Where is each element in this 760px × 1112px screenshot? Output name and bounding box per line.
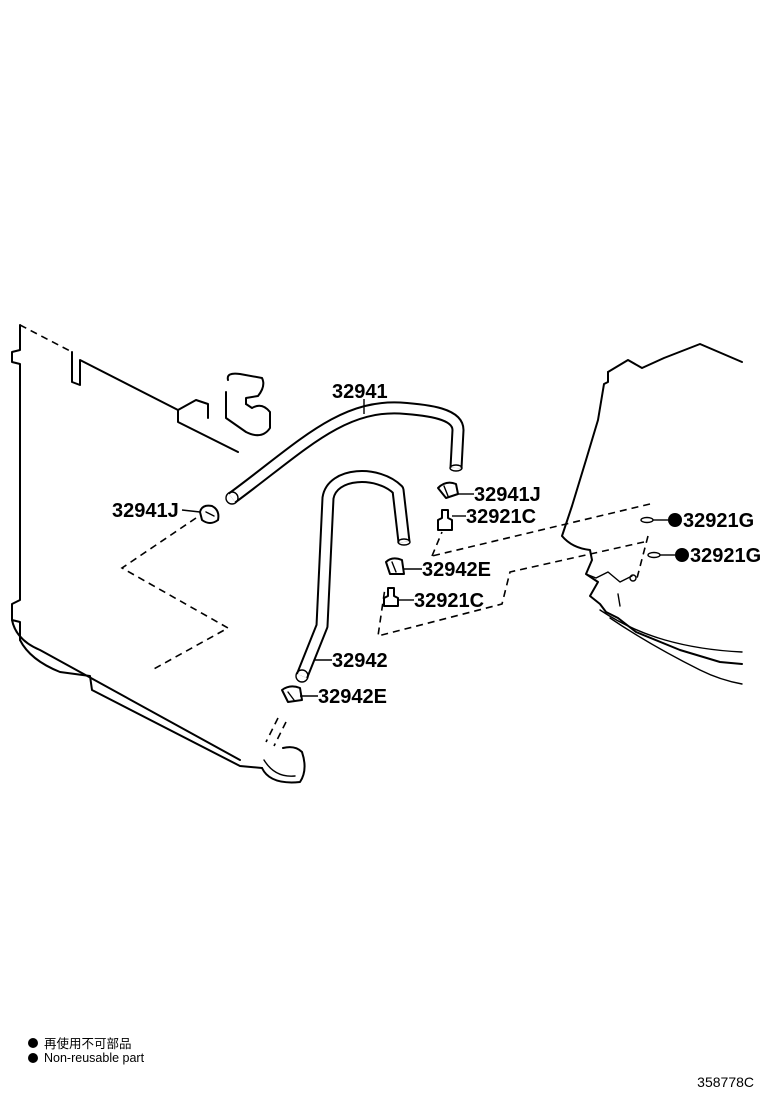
label-32941: 32941	[332, 381, 388, 403]
clip-32941J-left	[199, 504, 220, 524]
label-32921C-upper: 32921C	[466, 506, 536, 528]
legend-non-reusable-jp: 再使用不可部品	[28, 1033, 132, 1052]
radiator-drawing	[11, 324, 306, 784]
bullet-icon	[28, 1037, 38, 1048]
legend-text-en: Non-reusable part	[44, 1051, 145, 1065]
transmission-drawing	[561, 343, 743, 685]
hose-32941	[225, 401, 465, 505]
hose-32942	[295, 470, 411, 683]
label-32941J-right: 32941J	[474, 484, 541, 506]
non-reusable-mark-lower	[675, 548, 689, 562]
clip-32942E-upper	[385, 557, 405, 575]
union-32921C-lower	[383, 587, 399, 607]
non-reusable-mark-upper	[668, 513, 682, 527]
leader-lines	[181, 399, 675, 697]
label-32921G-upper: 32921G	[683, 510, 754, 532]
legend-non-reusable-en: Non-reusable part	[28, 1051, 144, 1065]
label-32941J-left: 32941J	[112, 500, 179, 522]
gasket-32921G-upper	[640, 516, 654, 524]
clip-32941J-right	[437, 481, 459, 499]
label-32942E-upper: 32942E	[422, 559, 491, 581]
label-32942: 32942	[332, 650, 388, 672]
diagram-id: 358778C	[697, 1074, 754, 1090]
gasket-32921G-lower	[647, 551, 661, 559]
label-32942E-bottom: 32942E	[318, 686, 387, 708]
clip-32942E-bottom	[281, 685, 303, 703]
bullet-icon	[28, 1053, 38, 1063]
legend-text-jp: 再使用不可部品	[44, 1037, 132, 1051]
guide-lines	[377, 503, 651, 638]
union-32921C-upper	[437, 509, 453, 531]
label-32921C-lower: 32921C	[414, 590, 484, 612]
label-32921G-lower: 32921G	[690, 545, 760, 567]
